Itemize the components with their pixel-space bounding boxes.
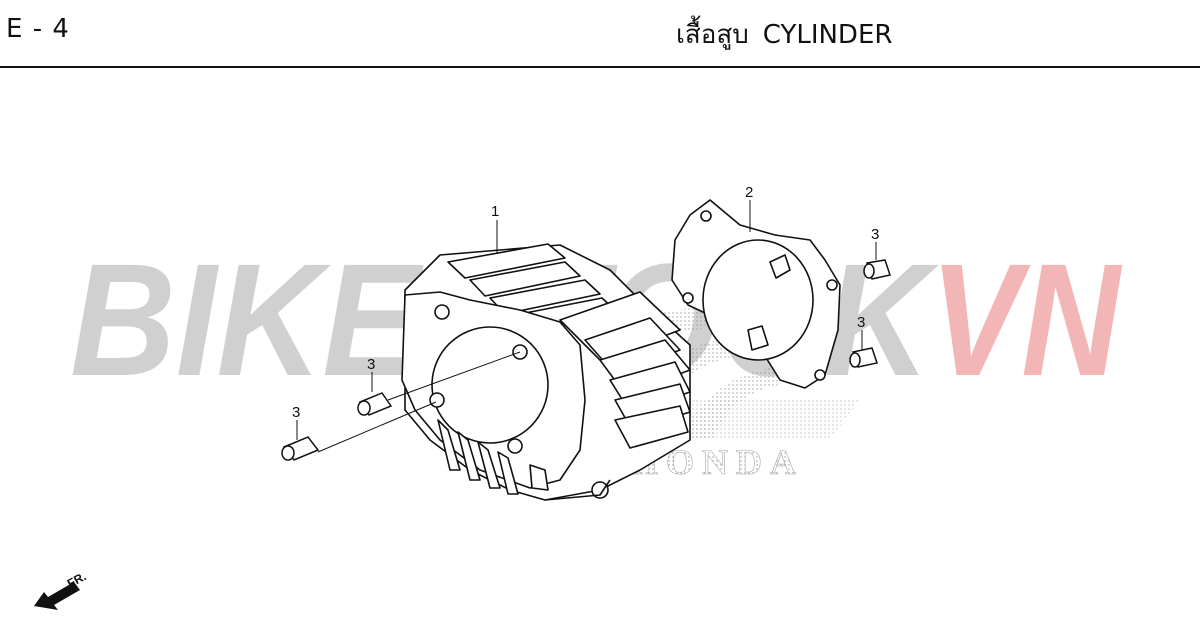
header-divider <box>0 66 1200 68</box>
dowel-pin-3 <box>863 259 891 280</box>
diagram-code: E - 4 <box>6 14 70 44</box>
title-english: CYLINDER <box>762 20 893 50</box>
callout-1: 1 <box>491 203 499 220</box>
cylinder-part <box>401 243 691 501</box>
callout-3-right: 3 <box>857 314 865 331</box>
watermark-accent: VN <box>930 230 1123 409</box>
callout-3-far-left: 3 <box>292 404 300 421</box>
diagram-title: เสื้อสูบ CYLINDER <box>676 14 892 55</box>
honda-logo-text: HONDA <box>630 442 804 482</box>
front-direction-indicator: FR. <box>34 569 88 610</box>
gasket-part <box>671 199 841 389</box>
callout-3-top-right: 3 <box>871 226 879 243</box>
dowel-pin-1 <box>281 436 320 461</box>
callout-3-left: 3 <box>367 356 375 373</box>
leader-lines <box>296 200 877 453</box>
arrow-left-down-icon <box>34 582 80 610</box>
dowel-pin-2 <box>357 392 393 416</box>
dowel-pin-4 <box>849 347 878 368</box>
title-thai: เสื้อสูบ <box>676 20 749 50</box>
callout-2: 2 <box>745 184 753 201</box>
